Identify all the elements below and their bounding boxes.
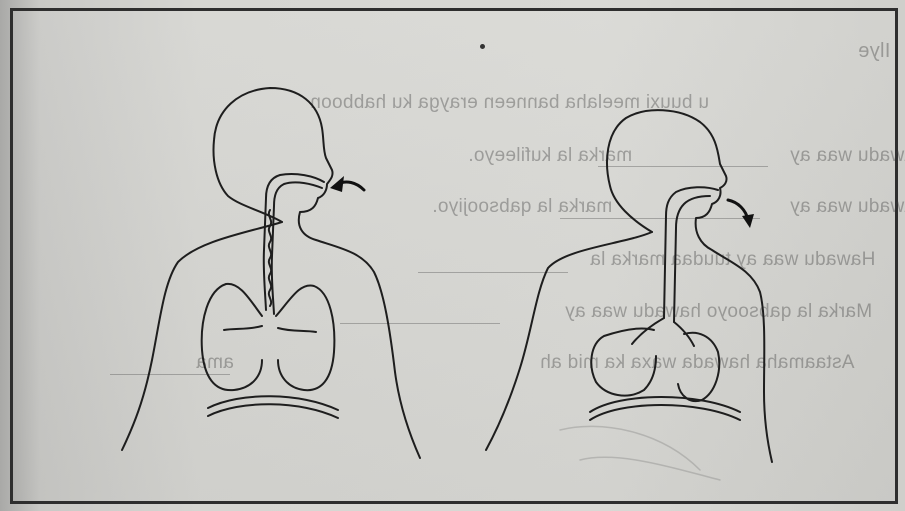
left-lung-right — [276, 285, 334, 390]
right-diaphragm — [590, 397, 740, 420]
left-trachea-wiggle — [269, 210, 271, 306]
right-body-outline — [607, 110, 772, 462]
right-lung-right — [678, 333, 719, 401]
bleed-doodle — [560, 426, 720, 480]
exhalation-figure — [486, 110, 772, 462]
right-exhale-arrowhead — [742, 214, 754, 228]
right-lung-left — [591, 328, 656, 395]
right-body-left-side — [486, 232, 652, 450]
right-bronchi — [632, 318, 694, 346]
left-lung-left — [202, 284, 262, 390]
inhalation-figure — [122, 88, 420, 458]
left-airway — [264, 174, 324, 314]
left-diaphragm — [208, 396, 338, 418]
